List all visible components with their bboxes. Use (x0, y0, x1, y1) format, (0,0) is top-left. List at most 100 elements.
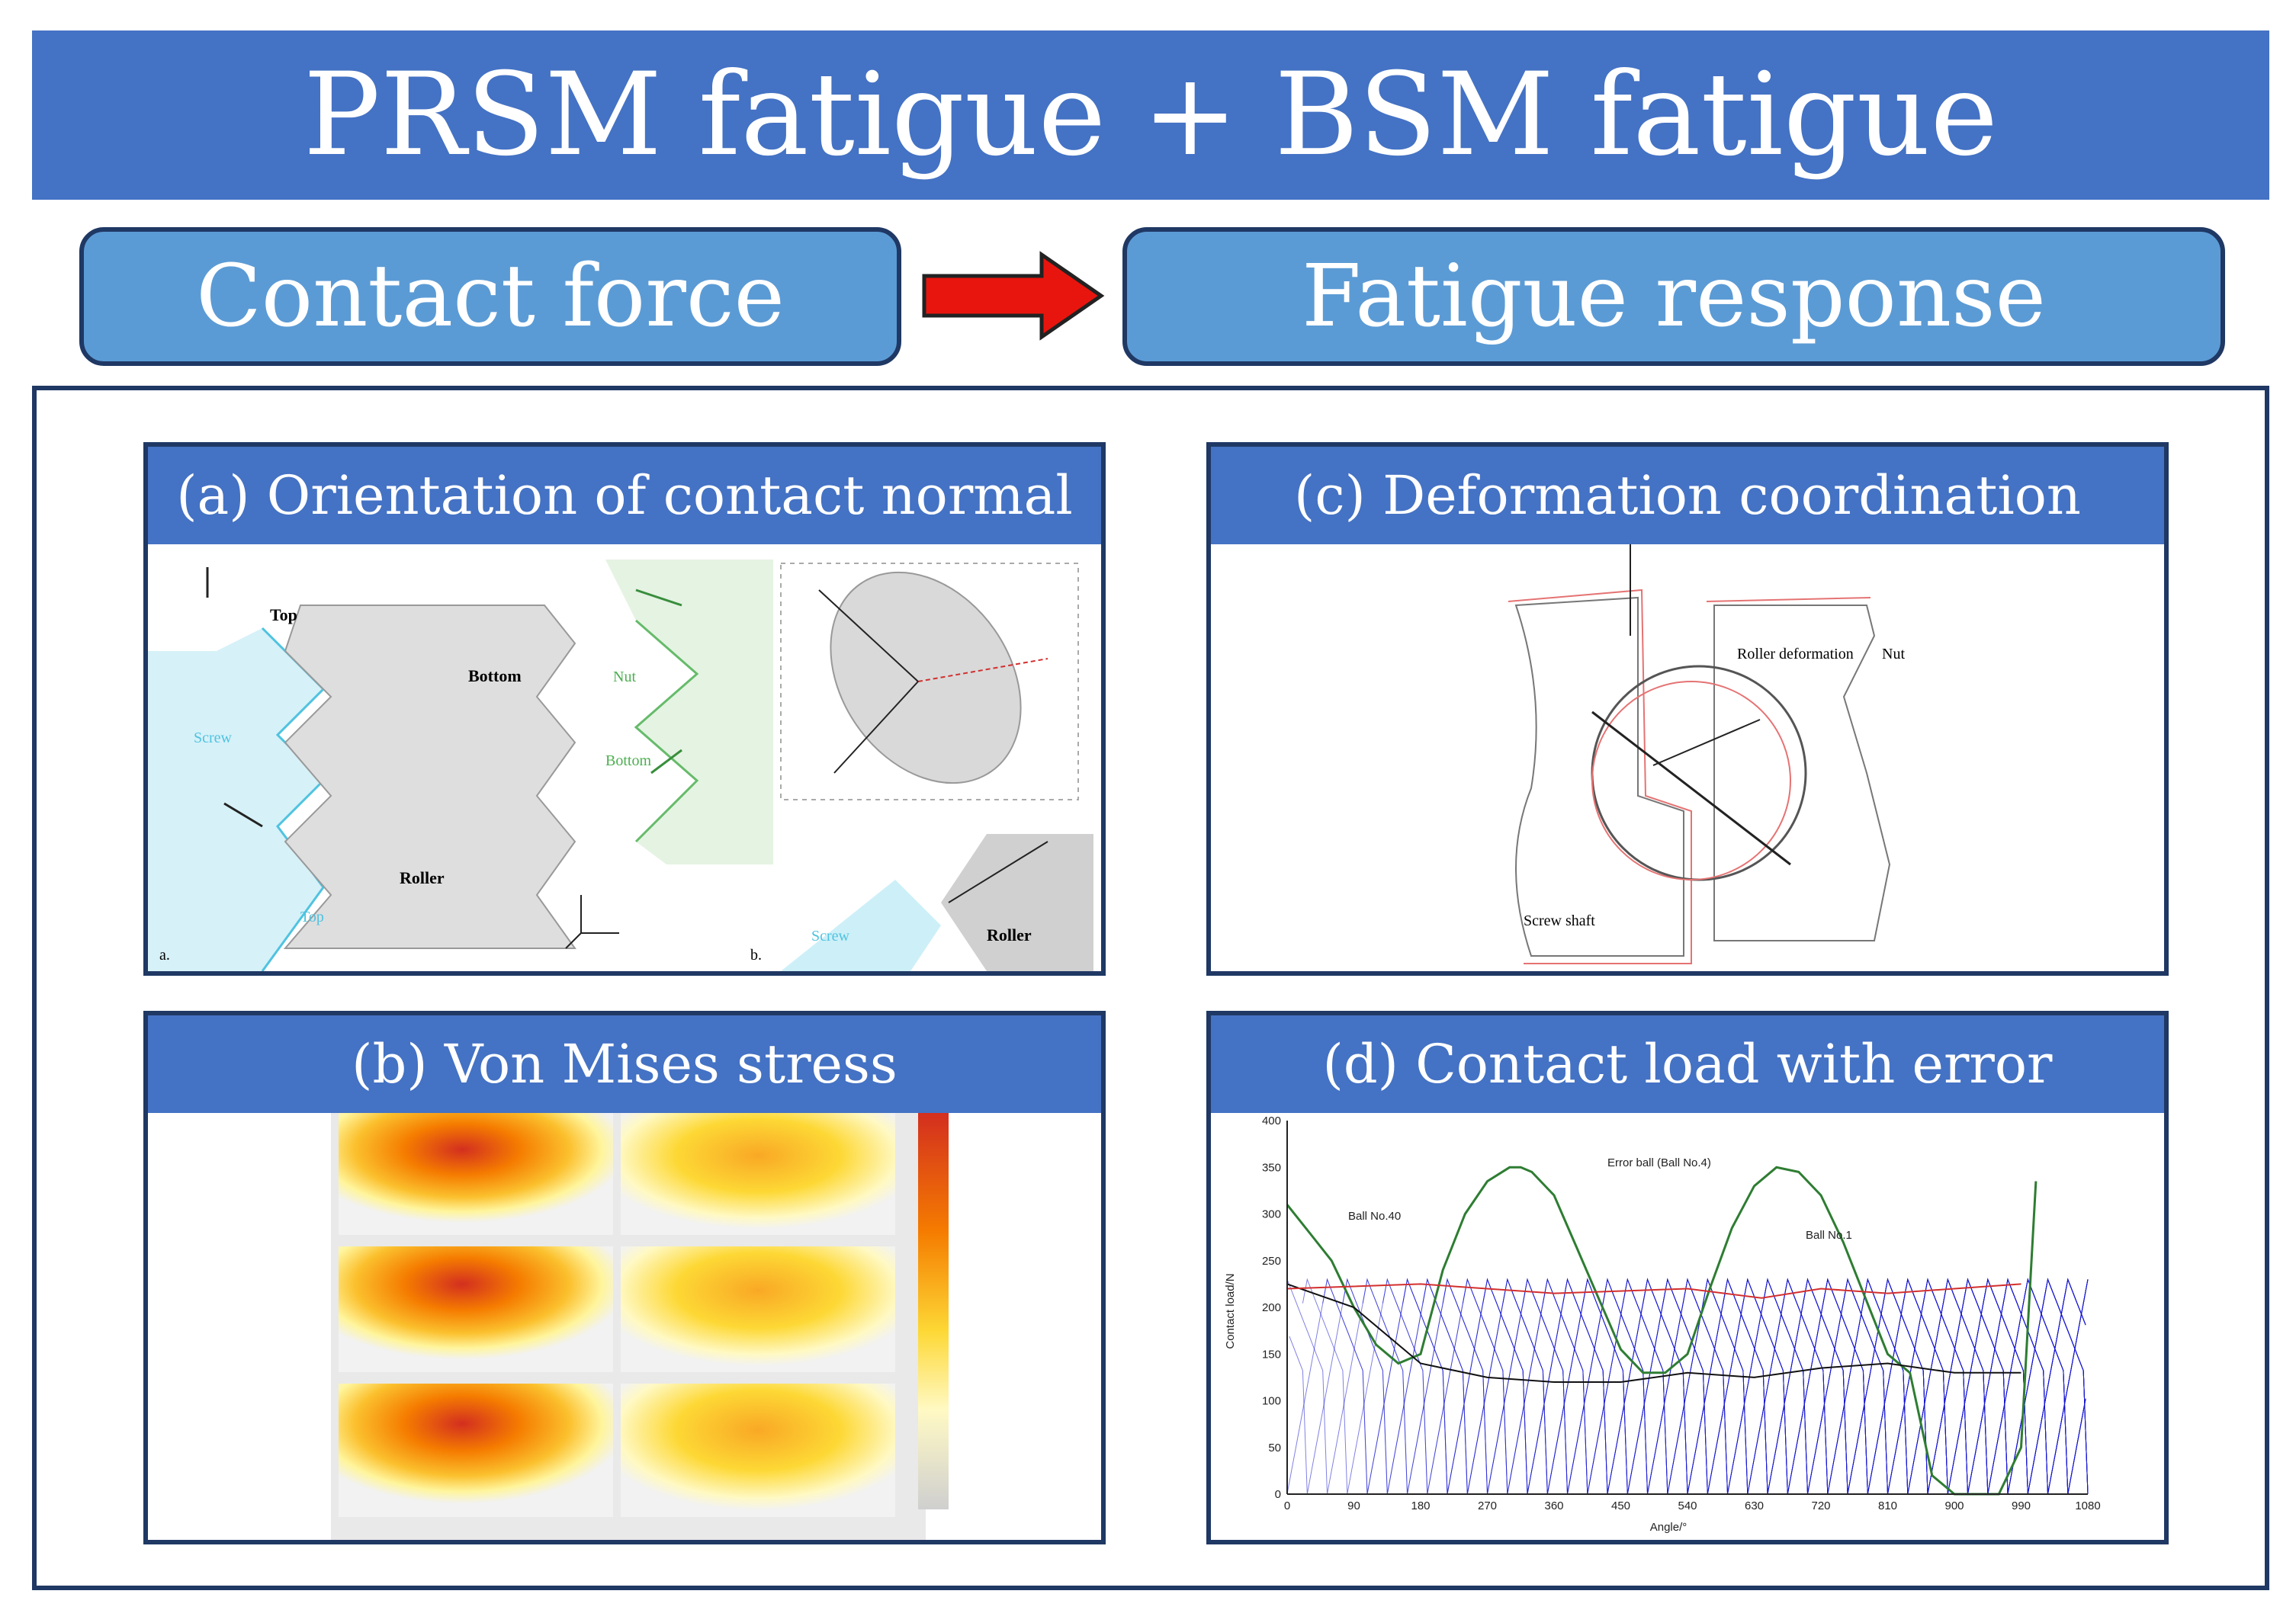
fatigue-response-label: Fatigue response (1302, 247, 2046, 346)
ball-load-curve (1342, 1278, 2086, 1495)
y-tick-label: 200 (1262, 1301, 1281, 1314)
x-tick-label: 1080 (2075, 1499, 2100, 1512)
label-sub-b: b. (750, 947, 762, 964)
panel-b-title: (b) Von Mises stress (352, 1033, 898, 1095)
ball-load-curve (1983, 1278, 2086, 1495)
label-nut: Nut (613, 669, 636, 685)
ball-load-curve (1462, 1278, 2086, 1495)
ball-load-curve (2022, 1278, 2086, 1495)
label-bottom-1: Bottom (468, 666, 522, 685)
label-roller-deformation: Roller deformation (1737, 646, 1854, 662)
x-tick-label: 450 (1611, 1499, 1630, 1512)
fatigue-response-box: Fatigue response (1122, 227, 2225, 366)
label-bottom-2: Bottom (605, 752, 651, 769)
ball-load-curve (1322, 1278, 2089, 1495)
x-tick-label: 90 (1347, 1499, 1360, 1512)
deformation-diagram: Screw shaft Roller deformation Nut (1508, 544, 1905, 964)
inset-roller (941, 834, 1093, 971)
contour-2 (621, 1113, 895, 1235)
label-ball-1: Ball No.1 (1806, 1229, 1852, 1242)
label-screw-shaft: Screw shaft (1524, 912, 1595, 929)
x-tick-label: 630 (1745, 1499, 1764, 1512)
y-tick-label: 0 (1275, 1488, 1281, 1501)
ball-load-curve (1963, 1278, 2089, 1495)
nut-outline (1713, 605, 1891, 941)
x-axis-label: Angle/° (1650, 1521, 1687, 1534)
ball-load-curve (1362, 1278, 2089, 1495)
panel-b-figure (148, 1113, 1101, 1540)
ball-load-curve (1562, 1278, 2089, 1495)
chart-axes (1286, 1121, 2088, 1495)
ball-load-curve (1822, 1278, 2086, 1495)
title-banner: PRSM fatigue + BSM fatigue (32, 30, 2269, 200)
ball-load-curve (1742, 1278, 2086, 1495)
label-error-ball: Error ball (Ball No.4) (1607, 1156, 1711, 1169)
y-tick-label: 400 (1262, 1114, 1281, 1127)
panel-a-title: (a) Orientation of contact normal (176, 464, 1073, 527)
series-lines (1286, 1166, 2037, 1496)
panel-b-header: (b) Von Mises stress (148, 1015, 1101, 1113)
main-title: PRSM fatigue + BSM fatigue (303, 49, 1999, 181)
series-line-1 (1286, 1166, 2037, 1496)
panel-c-title: (c) Deformation coordination (1294, 464, 2081, 527)
label-roller-2: Roller (987, 925, 1032, 945)
contour-6 (621, 1384, 895, 1517)
contact-force-box: Contact force (79, 227, 901, 366)
screw-shaft-outline (1514, 596, 1684, 957)
panel-von-mises-stress: (b) Von Mises stress (143, 1011, 1106, 1544)
y-tick-label: 300 (1262, 1208, 1281, 1221)
contour-1 (339, 1113, 613, 1235)
roller-circle (1591, 665, 1807, 881)
screw-region (148, 628, 323, 971)
ball-load-curve (1402, 1278, 2089, 1495)
ball-load-curve (1762, 1278, 2089, 1495)
inset-contact-ellipse-box (780, 563, 1079, 800)
ball-load-curve (1582, 1278, 2086, 1495)
label-top-1: Top (270, 605, 297, 624)
flow-arrow-icon (922, 251, 1105, 341)
series-line-3 (1286, 1283, 2021, 1299)
x-tick-label: 720 (1811, 1499, 1830, 1512)
ball-load-curves (1286, 1278, 2089, 1495)
ball-load-curve (1862, 1278, 2086, 1495)
ball-load-curve (1903, 1278, 2086, 1495)
y-tick-label: 250 (1262, 1255, 1281, 1268)
label-screw-2: Screw (811, 928, 850, 945)
contact-ellipse (830, 571, 1022, 784)
ball-load-curve (1723, 1278, 2089, 1495)
x-tick-label: 180 (1411, 1499, 1430, 1512)
panel-d-title: (d) Contact load with error (1322, 1033, 2053, 1095)
x-tick-label: 360 (1544, 1499, 1563, 1512)
y-tick-label: 100 (1262, 1395, 1281, 1408)
panel-orientation-contact-normal: (a) Orientation of contact normal Top Bo… (143, 442, 1106, 976)
x-tick-label: 810 (1878, 1499, 1897, 1512)
stress-contour-grid (331, 1113, 949, 1540)
y-tick-label: 350 (1262, 1161, 1281, 1174)
x-tick-label: 540 (1678, 1499, 1697, 1512)
x-tick-label: 990 (2012, 1499, 2031, 1512)
contour-3 (339, 1246, 613, 1372)
contact-force-label: Contact force (196, 247, 785, 346)
label-ball-40: Ball No.40 (1348, 1210, 1401, 1223)
panel-c-figure: Screw shaft Roller deformation Nut (1211, 544, 2164, 971)
label-sub-a: a. (159, 947, 170, 964)
label-nut-c: Nut (1882, 646, 1905, 662)
ball-load-curve (2002, 1278, 2089, 1495)
panel-a-figure: Top Bottom Nut Screw Bottom Roller Top a… (148, 544, 1101, 971)
ball-load-curve (1422, 1278, 2086, 1495)
nut-region (605, 560, 773, 864)
contour-4 (621, 1246, 895, 1372)
label-top-2: Top (300, 909, 324, 925)
inset-screw (781, 880, 941, 971)
contact-normal-diagram: Top Bottom Nut Screw Bottom Roller Top a… (148, 560, 1093, 971)
contour-5 (339, 1384, 613, 1517)
y-tick-label: 50 (1268, 1442, 1281, 1454)
ball-load-curve (1803, 1278, 2089, 1495)
panel-a-header: (a) Orientation of contact normal (148, 447, 1101, 544)
series-line-2 (1286, 1283, 2021, 1383)
ball-load-curve (1622, 1278, 2086, 1495)
